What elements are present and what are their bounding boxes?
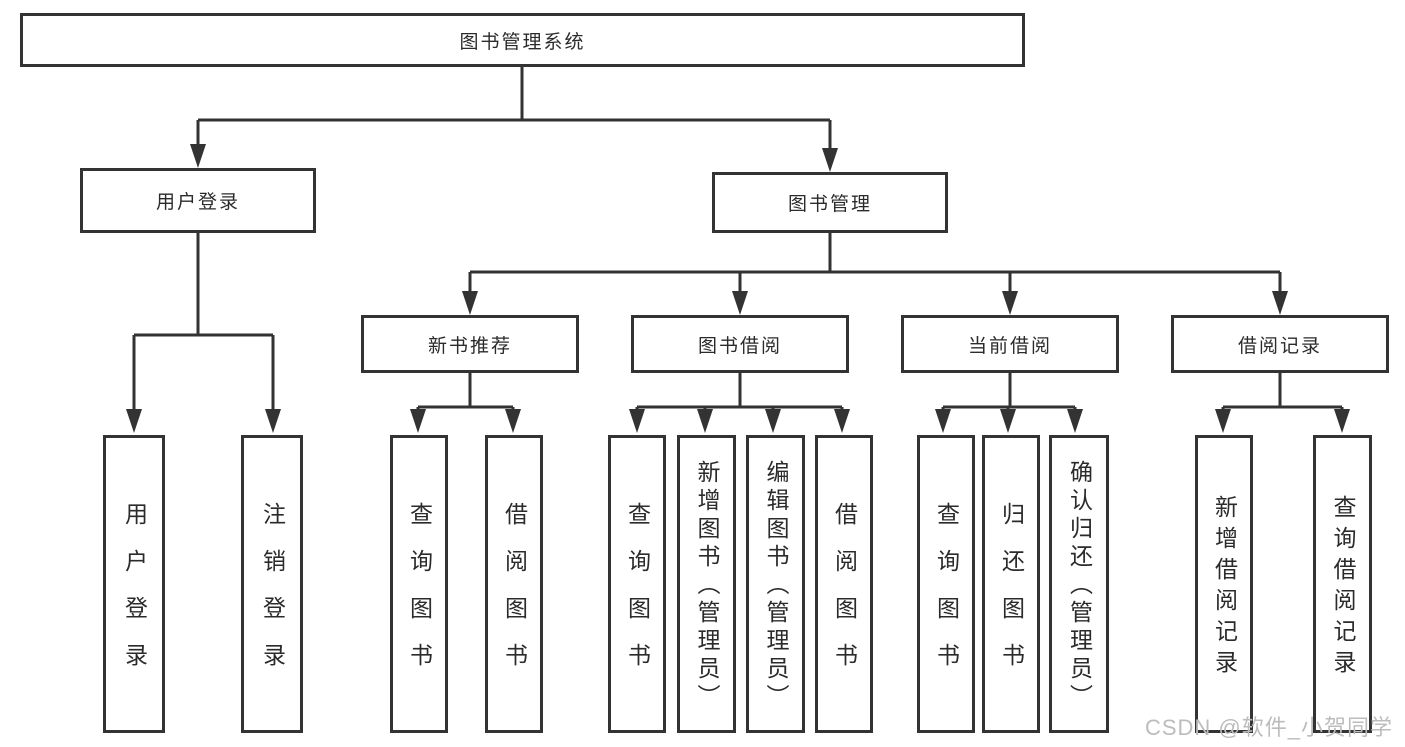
leaf-query-books-current: 查询图书 [917,435,975,733]
leaf-borrow-books-recommend: 借阅图书 [485,435,543,733]
node-book-management: 图书管理 [712,172,948,233]
leaf-edit-book-admin: 编辑图书（管理员） [746,435,805,733]
leaf-query-borrow-record-label: 查询借阅记录 [1330,495,1356,681]
node-library-management-system: 图书管理系统 [20,13,1025,67]
leaf-query-books-recommend: 查询图书 [390,435,448,733]
leaf-add-borrow-record: 新增借阅记录 [1195,435,1253,733]
leaf-return-books: 归还图书 [982,435,1040,733]
leaf-logout-label: 注销登录 [259,502,286,690]
node-book-borrowing: 图书借阅 [631,315,849,373]
leaf-logout: 注销登录 [241,435,303,733]
leaf-query-books-borrowing-label: 查询图书 [624,502,651,690]
leaf-user-login-label: 用户登录 [121,502,148,690]
leaf-query-books-recommend-label: 查询图书 [406,502,433,690]
leaf-borrow-books-recommend-label: 借阅图书 [501,502,528,690]
node-borrowing-records: 借阅记录 [1171,315,1389,373]
leaf-borrow-books-borrowing: 借阅图书 [815,435,873,733]
leaf-query-books-borrowing: 查询图书 [608,435,666,733]
node-current-borrowing: 当前借阅 [901,315,1119,373]
leaf-query-borrow-record: 查询借阅记录 [1313,435,1372,733]
leaf-add-book-admin: 新增图书（管理员） [677,435,736,733]
csdn-watermark: CSDN @软件_小贺同学 [1144,715,1393,740]
leaf-confirm-return-admin-label: 确认归还（管理员） [1066,460,1093,712]
leaf-user-login: 用户登录 [103,435,165,733]
leaf-return-books-label: 归还图书 [998,502,1025,690]
leaf-edit-book-admin-label: 编辑图书（管理员） [763,460,789,712]
arrowheads [126,144,1350,433]
leaf-confirm-return-admin: 确认归还（管理员） [1049,435,1109,733]
leaf-add-borrow-record-label: 新增借阅记录 [1211,495,1238,681]
node-new-book-recommend: 新书推荐 [361,315,579,373]
leaf-borrow-books-borrowing-label: 借阅图书 [831,502,858,690]
leaf-query-books-current-label: 查询图书 [933,502,960,690]
node-user-login: 用户登录 [80,168,316,233]
leaf-add-book-admin-label: 新增图书（管理员） [694,460,720,712]
